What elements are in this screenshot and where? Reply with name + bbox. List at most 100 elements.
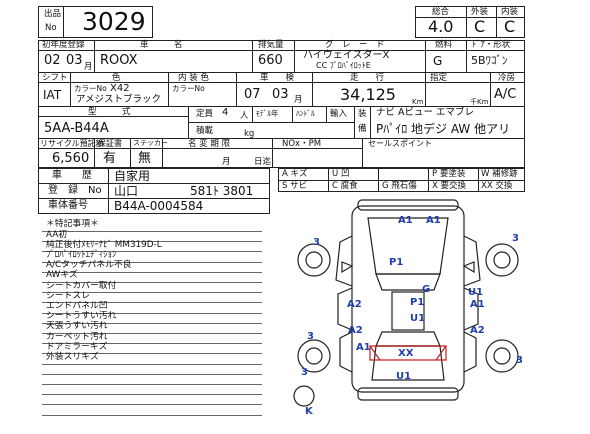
note-line: シートカバー取付 bbox=[46, 280, 117, 291]
damage-3-wheel-fr: 3 bbox=[512, 233, 519, 244]
weight-unit: kg bbox=[244, 129, 255, 139]
color-name: アメジストブラック bbox=[76, 94, 162, 105]
ruled-line bbox=[42, 271, 262, 273]
history: 自家用 bbox=[114, 169, 151, 183]
damage-a2-right: A2 bbox=[470, 325, 485, 336]
ruled-line bbox=[42, 384, 262, 385]
interior-color-no-label: カラーNo bbox=[172, 84, 205, 93]
ac: A/C bbox=[494, 87, 517, 102]
ruled-line bbox=[42, 343, 262, 345]
grade-line1: ハイウェイスターX bbox=[303, 50, 390, 61]
ruled-line bbox=[42, 241, 262, 243]
ruled-line bbox=[42, 414, 262, 416]
history-label: 車 歴 bbox=[52, 170, 92, 181]
color-no-label: カラーNo bbox=[74, 84, 107, 93]
damage-3-rear: 3 bbox=[301, 367, 308, 378]
legend-x: X 要交換 bbox=[432, 181, 467, 191]
legend-a: A キズ bbox=[282, 169, 308, 179]
ruled-line bbox=[42, 353, 262, 355]
ruled-line bbox=[42, 322, 262, 324]
equipment-line2: Pﾊﾟｲﾛ 地デジ AW 他アリ bbox=[376, 122, 511, 136]
damage-p1-roof: P1 bbox=[410, 297, 425, 308]
note-line: 純正後付ﾒﾓﾘｰﾅﾋﾞ MM319D-L bbox=[46, 239, 162, 250]
legend-s: S サビ bbox=[282, 181, 308, 191]
capacity-unit: 人 bbox=[240, 111, 249, 121]
ruled-line bbox=[42, 373, 262, 375]
ruled-line bbox=[42, 231, 262, 232]
inspection-month: 03 bbox=[272, 87, 289, 102]
interior-grade: C bbox=[504, 17, 516, 36]
exterior-label: 外装 bbox=[471, 7, 489, 17]
damage-p1-hood: P1 bbox=[389, 257, 404, 268]
car-damage-diagram bbox=[293, 199, 519, 407]
note-line: ドアミラーキズ bbox=[46, 341, 108, 352]
import-label: 輸入 bbox=[330, 109, 348, 119]
notes-title: ＊特記事項＊ bbox=[46, 219, 99, 229]
color-no: X42 bbox=[110, 83, 130, 94]
name-change-label: 名 変 期 限 bbox=[188, 139, 231, 149]
plate-number: 581ﾄ 3801 bbox=[190, 184, 254, 198]
inspection-month-unit: 月 bbox=[294, 95, 303, 105]
ruled-line bbox=[42, 302, 262, 304]
recycle-fee: 6,560 bbox=[52, 151, 90, 166]
score-value: 4.0 bbox=[428, 17, 454, 36]
sticker: 無 bbox=[138, 151, 152, 166]
price-label: 指定 bbox=[430, 73, 448, 83]
inspection-year: 07 bbox=[244, 87, 261, 102]
first-reg-month-unit: 月 bbox=[84, 62, 93, 72]
note-line: シートうすい汚れ bbox=[46, 311, 117, 322]
lot-label-top: 出品 bbox=[44, 9, 62, 19]
lot-label-bottom: No bbox=[45, 23, 57, 33]
damage-u1-right: U1 bbox=[468, 287, 484, 298]
damage-a1-front-right: A1 bbox=[426, 215, 441, 226]
note-line: エンドパネル凹 bbox=[46, 300, 108, 311]
fuel-label: 燃料 bbox=[435, 40, 453, 50]
equipment-label-2: 備 bbox=[358, 124, 367, 134]
inspection-label: 車 検 bbox=[260, 73, 295, 83]
handle-label: ﾊﾝﾄﾞﾙ bbox=[296, 109, 315, 118]
body-type: 5Bﾜｺﾞﾝ bbox=[471, 54, 508, 67]
fuel: G bbox=[433, 54, 443, 68]
name-change-month: 月 bbox=[222, 157, 231, 167]
note-line: 外装スリキズ bbox=[46, 351, 99, 362]
damage-3-wheel-rr: 3 bbox=[516, 355, 523, 366]
model-label: 車 名 bbox=[140, 40, 183, 50]
displacement: 660 bbox=[258, 53, 283, 68]
ruled-line bbox=[42, 261, 262, 263]
ruled-line bbox=[42, 292, 262, 294]
damage-g-windshield: G bbox=[422, 284, 431, 295]
plate-area: 山口 bbox=[114, 184, 139, 198]
legend-u: U 凹 bbox=[332, 169, 350, 179]
note-line: AA初 bbox=[46, 229, 68, 240]
legend-c: C 腐食 bbox=[332, 181, 358, 191]
sales-point-label: セールスポイント bbox=[368, 139, 432, 148]
ruled-line bbox=[42, 282, 262, 283]
mileage-unit: Km bbox=[412, 98, 424, 106]
body-type-label: ﾄﾞｱ・形状 bbox=[472, 40, 511, 50]
damage-a1-front-left: A1 bbox=[398, 215, 413, 226]
damage-a2-left-rear: A2 bbox=[348, 325, 363, 336]
warranty: 有 bbox=[103, 151, 117, 166]
note-line: カーペット汚れ bbox=[46, 331, 108, 342]
interior-color-label: 内 装 色 bbox=[178, 73, 209, 83]
ruled-line bbox=[42, 333, 262, 334]
damage-a2-left-front: A2 bbox=[347, 299, 362, 310]
first-reg-label: 初年度登録 bbox=[42, 40, 85, 50]
legend-w: W 補修跡 bbox=[481, 169, 518, 179]
warranty-label: 保証書 bbox=[98, 139, 122, 148]
score-label: 総合 bbox=[432, 7, 450, 17]
color-label: 色 bbox=[112, 73, 121, 83]
capacity-label: 定員 bbox=[196, 109, 214, 119]
sticker-label: ステッカー bbox=[133, 139, 168, 147]
note-line: AWキズ bbox=[46, 270, 78, 281]
type-label: 型 式 bbox=[88, 107, 131, 117]
grade-line2: CC ﾌﾟﾛﾊﾟｲﾛｯﾄE bbox=[316, 61, 371, 70]
note-line: ﾌﾟﾛﾊﾟｲﾛｯﾄｴﾃﾞｨｼｮﾝ bbox=[46, 249, 117, 260]
exterior-grade: C bbox=[474, 17, 486, 36]
recycle-label: リサイクル預託額 bbox=[40, 139, 104, 148]
grade-label: グ レ ー ド bbox=[325, 40, 385, 50]
plate-label: 登 録 No bbox=[48, 185, 102, 196]
ruled-line bbox=[42, 363, 262, 365]
weight-label: 積載 bbox=[196, 126, 214, 136]
ruled-line bbox=[42, 312, 262, 314]
